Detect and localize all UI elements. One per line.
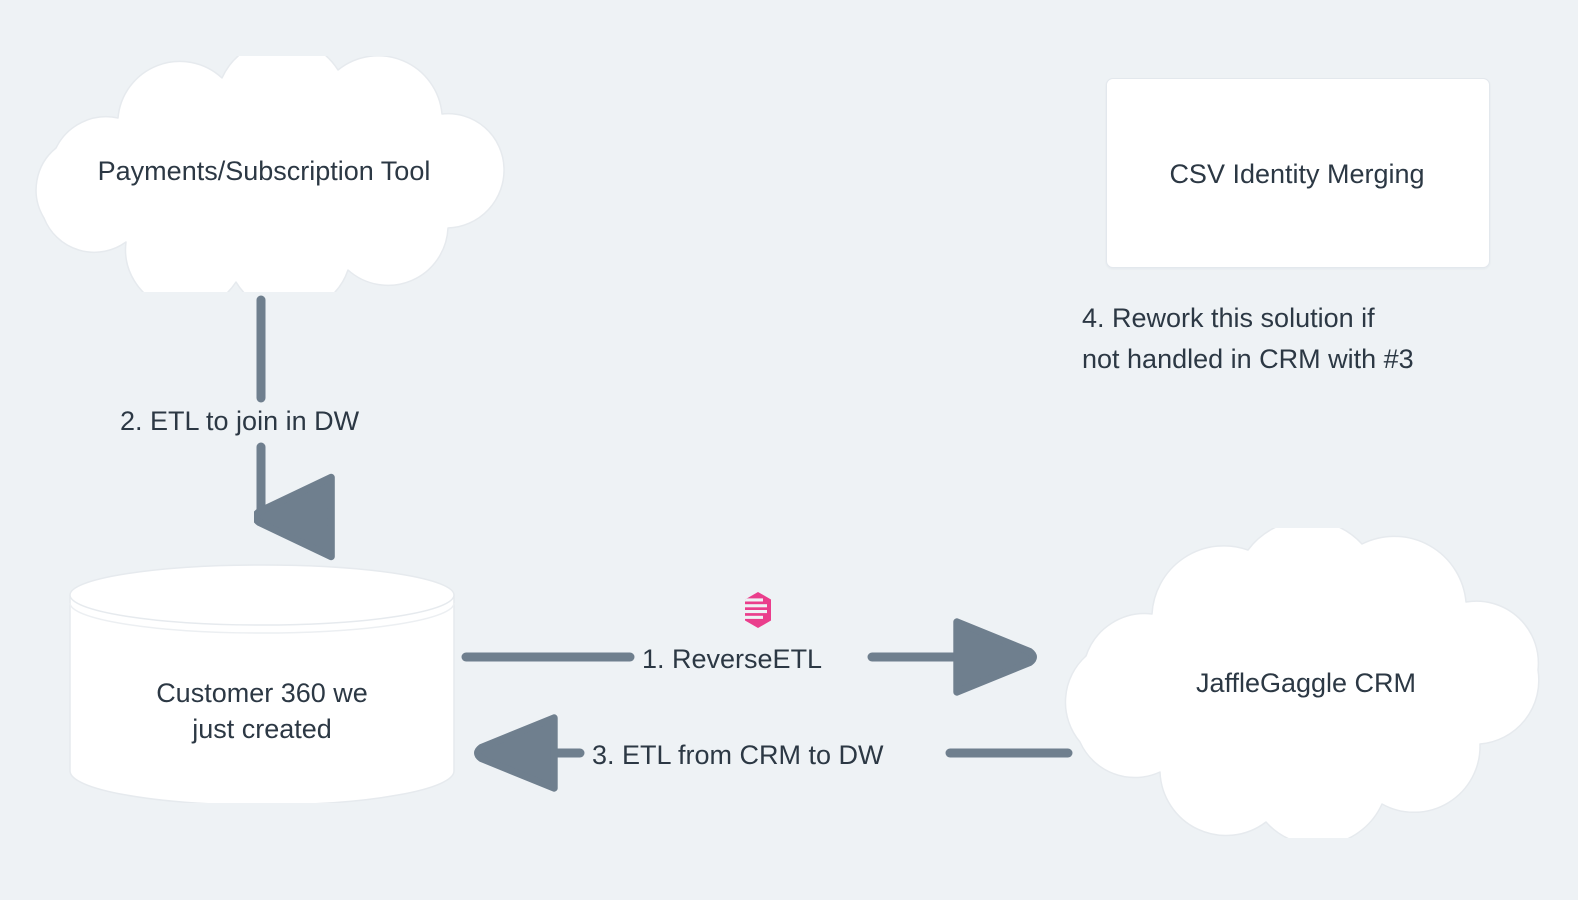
edge-label-etl-join: 2. ETL to join in DW [112, 408, 368, 435]
edge-label-etl-from-crm: 3. ETL from CRM to DW [586, 739, 890, 772]
edge-label-reverse-etl: 1. ReverseETL [636, 643, 829, 676]
node-jafflegaggle-crm[interactable] [1056, 528, 1556, 838]
node-payments-subscription-tool[interactable] [8, 56, 520, 292]
cylinder-shape [69, 564, 455, 803]
cloud-shape [1064, 528, 1540, 838]
cloud-shape [35, 56, 505, 292]
annotation-rework-note: 4. Rework this solution if not handled i… [1082, 303, 1414, 375]
hex-stripes-icon [737, 588, 781, 632]
node-customer360-cylinder[interactable] [66, 563, 458, 803]
node-csv-identity-merging[interactable] [1106, 78, 1490, 268]
